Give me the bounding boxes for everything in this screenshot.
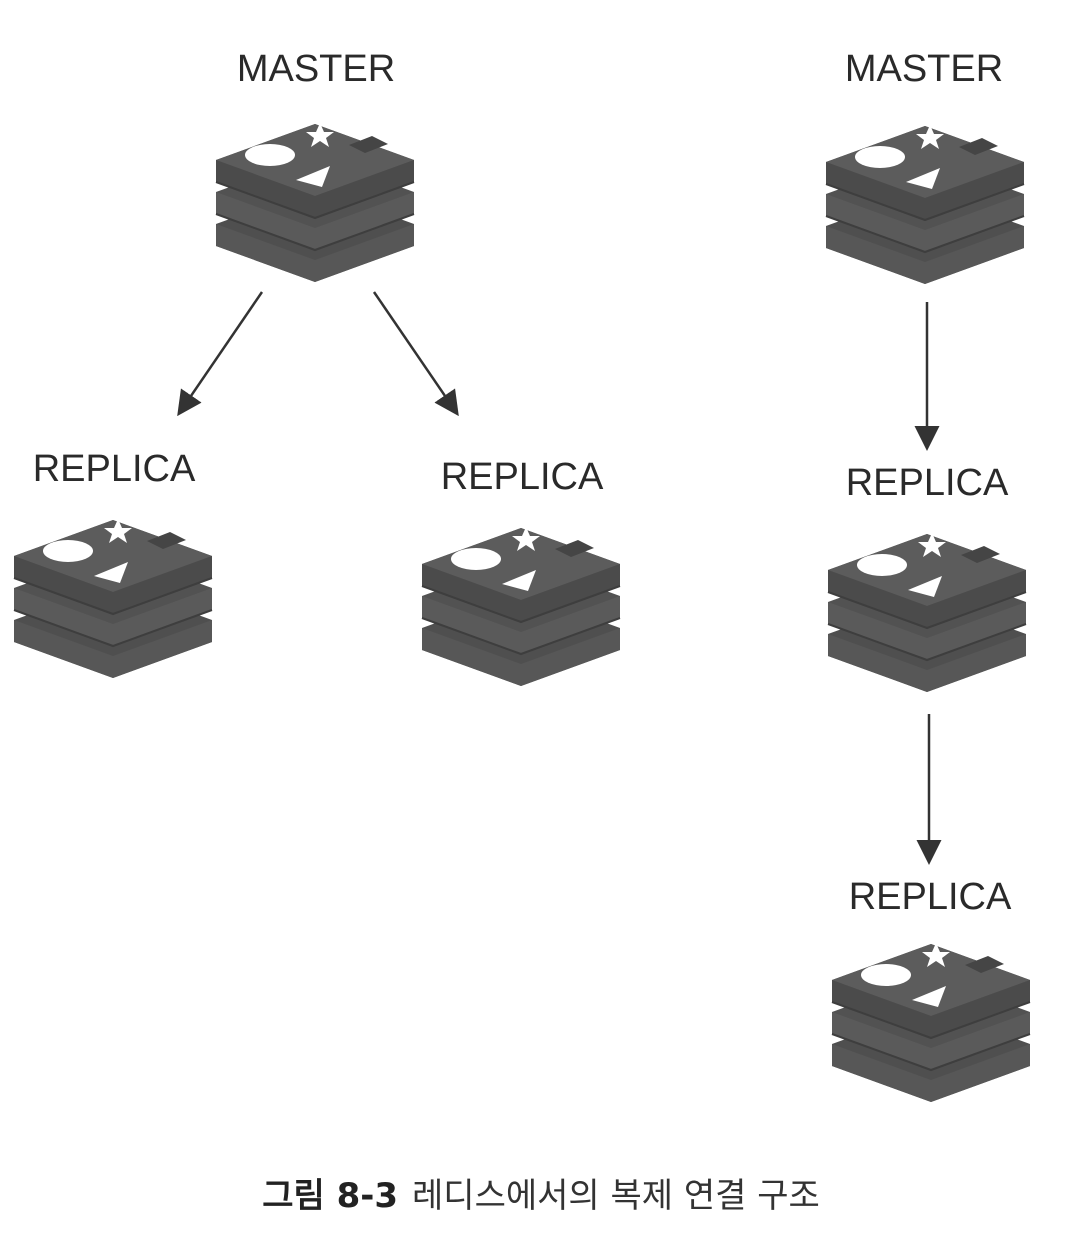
right-master-label: MASTER: [844, 48, 1004, 90]
right-replica-2-label: REPLICA: [848, 876, 1012, 918]
figure-caption: 그림 8-3 레디스에서의 복제 연결 구조: [0, 1168, 1082, 1217]
right-master-icon: [825, 124, 1025, 285]
left-replica-right-label: REPLICA: [440, 456, 604, 498]
left-master-icon: [215, 122, 415, 283]
left-replica-left-icon: [13, 518, 213, 679]
right-replica-1-icon: [827, 532, 1027, 693]
right-replica-1-label: REPLICA: [845, 462, 1009, 504]
figure-caption-text: 레디스에서의 복제 연결 구조: [412, 1176, 820, 1216]
arrow-master-to-replica-right: [372, 291, 459, 417]
left-master-label: MASTER: [236, 48, 396, 90]
arrow-master-to-replica-left: [177, 291, 264, 417]
left-replica-right-icon: [421, 526, 621, 687]
left-replica-left-label: REPLICA: [32, 448, 196, 490]
right-replica-2-icon: [831, 942, 1031, 1103]
figure-number: 그림 8-3: [262, 1176, 399, 1216]
